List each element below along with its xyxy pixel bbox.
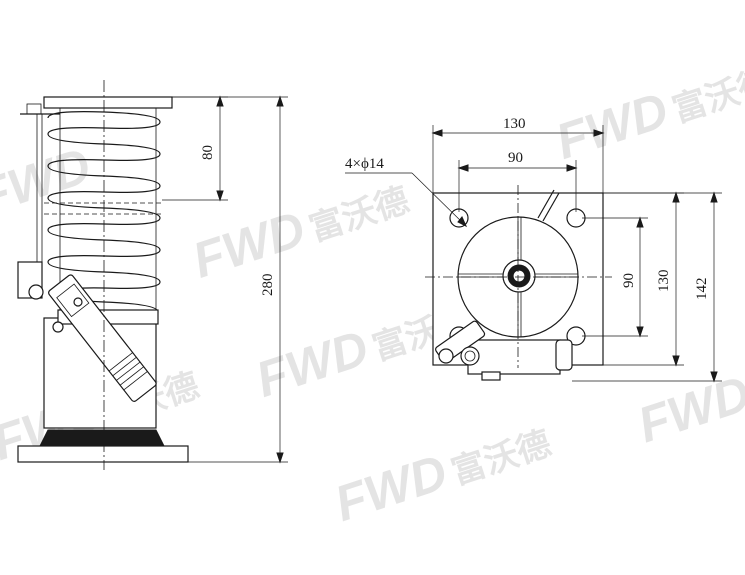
watermark-brand: FWD (0, 137, 97, 225)
dim-label-130-v: 130 (656, 270, 672, 293)
dim-label-130-h: 130 (503, 116, 526, 132)
side-top-plate (43, 96, 173, 109)
watermark-brand: FWD (249, 319, 375, 407)
watermark-chinese: 富沃德 (447, 424, 556, 494)
dim-top-90-v: 90 (582, 216, 648, 338)
side-switch-roller (28, 284, 44, 300)
side-switch-screw (52, 321, 64, 333)
side-view (17, 80, 189, 470)
watermark-brand: FWD (186, 200, 312, 288)
dim-side-80: 80 (162, 95, 228, 202)
watermark-brand: FWD (549, 82, 675, 170)
dim-label-80: 80 (200, 145, 216, 160)
top-bracket-arm (537, 189, 555, 219)
top-lever-roller (438, 348, 454, 364)
dim-label-142-v: 142 (694, 278, 710, 301)
side-top-bolt (26, 103, 42, 115)
dim-label-90-v: 90 (621, 273, 637, 288)
dim-top-90-h: 90 (457, 150, 578, 212)
dim-top-130-v: 130 (603, 191, 684, 367)
top-center-pin (512, 269, 526, 283)
top-bracket-arm (542, 192, 560, 222)
top-switch-knob-inner (464, 350, 476, 362)
dim-label-90-h: 90 (508, 150, 523, 166)
top-switch-tab (481, 371, 501, 381)
dim-top-130-h: 130 (431, 116, 605, 193)
watermark-brand: FWD (631, 365, 745, 453)
top-switch-knob (460, 346, 480, 366)
side-base-flange (39, 429, 165, 447)
watermark-brand: FWD (328, 444, 454, 532)
watermark-chinese: 富沃德 (668, 61, 745, 131)
watermark-chinese: 富沃德 (305, 180, 414, 250)
top-cable-gland (555, 339, 573, 371)
dim-top-142-v: 142 (572, 191, 722, 383)
dim-side-280: 280 (172, 95, 288, 464)
dim-holes-leader: 4×ϕ14 (345, 156, 468, 228)
side-base-plate (17, 445, 189, 463)
side-limit-switch (48, 274, 157, 402)
dim-label-280: 280 (260, 274, 276, 297)
top-view (425, 185, 612, 381)
dim-label-holes: 4×ϕ14 (345, 156, 384, 172)
top-switch-housing (467, 339, 561, 375)
side-switch-screw (73, 297, 83, 307)
